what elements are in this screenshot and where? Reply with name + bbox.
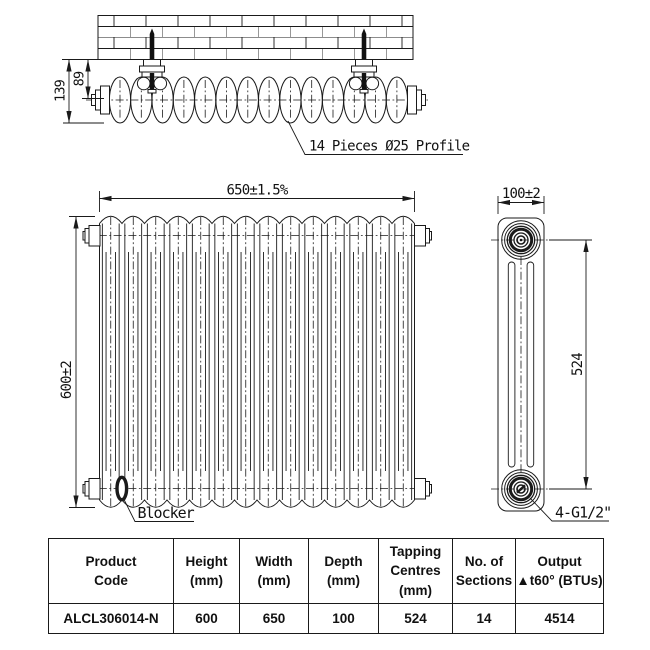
dim-600: 600±2 [59, 216, 95, 508]
header-height: Height (mm) [173, 538, 240, 604]
bottom-tapping-boss [501, 469, 541, 509]
dim-89-label: 89 [72, 71, 88, 86]
front-view: 650±1.5% 600±2 Blocker [59, 183, 432, 522]
dim-524-label: 524 [570, 353, 586, 376]
pieces-callout: 14 Pieces Ø25 Profile [287, 120, 470, 155]
dim-600-label: 600±2 [59, 361, 75, 400]
side-slot-right [526, 261, 535, 468]
top-profile-end-cap-right [407, 85, 426, 115]
dim-89: 89 [72, 59, 104, 99]
cell-sections: 14 [452, 603, 516, 634]
wall-brackets [136, 28, 380, 94]
header-depth: Depth (mm) [308, 538, 379, 604]
connection-callout: 4-G1/2" [529, 497, 612, 522]
side-slot-left [507, 261, 516, 468]
dim-100-label: 100±2 [502, 186, 541, 202]
spec-table: Product Code Height (mm) Width (mm) Dept… [48, 538, 604, 634]
pieces-callout-label: 14 Pieces Ø25 Profile [309, 139, 470, 155]
top-profile-end-cap-left [91, 85, 110, 115]
cell-product-code: ALCL306014-N [48, 603, 174, 634]
dim-650: 650±1.5% [99, 183, 415, 212]
side-view: 100±2 524 4-G1/2" [491, 186, 612, 522]
header-width: Width (mm) [239, 538, 309, 604]
cell-depth: 100 [308, 603, 379, 634]
header-output: Output ▲t60° (BTUs) [515, 538, 604, 604]
dim-100: 100±2 [497, 186, 545, 214]
spec-data-row: ALCL306014-N 600 650 100 524 14 4514 [48, 603, 604, 634]
radiator-top-profile-sections [108, 76, 408, 124]
top-view: 139 89 14 Pieces Ø25 Profile [53, 15, 470, 155]
top-tapping-boss [501, 220, 541, 260]
header-sections: No. of Sections [452, 538, 516, 604]
spec-header-row: Product Code Height (mm) Width (mm) Dept… [48, 538, 604, 604]
header-product-code: Product Code [48, 538, 174, 604]
cell-tapping-centres: 524 [378, 603, 453, 634]
cell-width: 650 [239, 603, 309, 634]
blocker-label: Blocker [138, 504, 195, 522]
header-tapping-centres: Tapping Centres (mm) [378, 538, 453, 604]
dim-139: 139 [53, 59, 104, 124]
cell-output: 4514 [515, 603, 604, 634]
radiator-side-body [497, 217, 545, 512]
dim-524: 524 [549, 239, 592, 490]
cell-height: 600 [173, 603, 240, 634]
dim-650-label: 650±1.5% [226, 183, 288, 199]
connection-label: 4-G1/2" [555, 504, 611, 522]
blocker-callout: Blocker [115, 475, 196, 522]
front-end-caps [82, 225, 432, 500]
radiator-front-body [99, 215, 415, 508]
dim-139-label: 139 [53, 79, 69, 102]
blocker-plug [115, 475, 129, 502]
